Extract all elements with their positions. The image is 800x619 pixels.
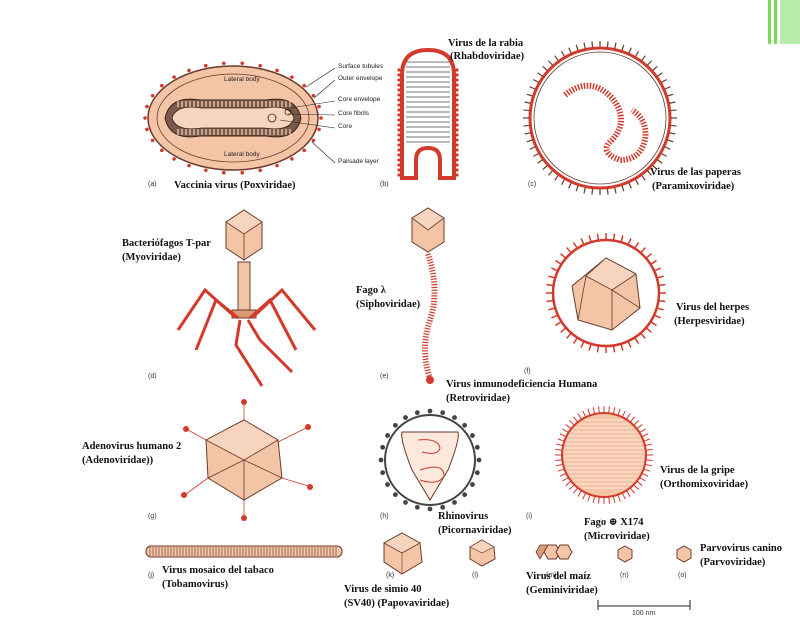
label-herpes-2: (Herpesviridae) bbox=[674, 316, 745, 327]
sv40-drawing bbox=[383, 532, 423, 575]
annotation-surface-tubules: Surface tubules bbox=[338, 63, 384, 70]
panel-letter-b: (b) bbox=[380, 181, 389, 188]
label-mosaico-2: (Tobamovirus) bbox=[162, 579, 229, 590]
label-rhinovirus-2: (Picornaviridae) bbox=[438, 525, 512, 536]
annotation-palisade-layer: Palisade layer bbox=[338, 158, 379, 165]
label-adenovirus-1: Adenovirus humano 2 bbox=[82, 441, 182, 452]
label-rabia-1: Virus de la rabia bbox=[448, 38, 524, 49]
annotation-lateral-body-top: Lateral body bbox=[224, 76, 260, 83]
label-fago-lambda-1: Fago λ bbox=[356, 285, 386, 296]
label-fago-lambda-2: (Siphoviridae) bbox=[356, 299, 421, 310]
label-fago-x174-1: Fago ⊕ X174 bbox=[584, 517, 644, 528]
label-paperas-1: Virus de las paperas bbox=[650, 167, 741, 178]
label-parvo-1: Parvovirus canino bbox=[700, 543, 782, 554]
hiv-drawing bbox=[378, 408, 482, 512]
rhinovirus-drawing bbox=[469, 539, 496, 567]
label-vaccinia: Vaccinia virus (Poxviridae) bbox=[174, 180, 296, 191]
panel-letter-f: (f) bbox=[524, 368, 531, 375]
label-fago-x174-2: (Microviridae) bbox=[584, 531, 650, 542]
annotation-core-fibrils: Core fibrils bbox=[338, 110, 370, 117]
panel-letter-j: (j) bbox=[148, 572, 155, 579]
label-vih-1: Virus inmunodeficiencia Humana bbox=[446, 379, 598, 390]
label-herpes-1: Virus del herpes bbox=[676, 302, 750, 313]
annotation-lateral-body-bottom: Lateral body bbox=[224, 151, 260, 158]
t-even-phage-drawing bbox=[176, 209, 317, 387]
label-maiz-1: Virus del maíz bbox=[526, 571, 591, 582]
annotation-core-envelope: Core envelope bbox=[338, 96, 381, 103]
annotation-outer-envelope: Outer envelope bbox=[338, 75, 383, 82]
label-mosaico-1: Virus mosaico del tabaco bbox=[162, 565, 274, 576]
panel-letter-m: (m) bbox=[546, 572, 557, 579]
phix174-drawing bbox=[617, 545, 633, 563]
scale-bar bbox=[597, 600, 691, 610]
panel-letter-n: (n) bbox=[620, 572, 629, 579]
label-adenovirus-2: (Adenoviridae)) bbox=[82, 455, 154, 466]
panel-letter-i: (i) bbox=[526, 513, 533, 520]
panel-letter-g: (g) bbox=[148, 513, 157, 520]
label-rhinovirus-1: Rhinovirus bbox=[438, 511, 489, 522]
mumps-virus-drawing bbox=[523, 41, 677, 195]
label-vih-2: (Retroviridae) bbox=[446, 393, 510, 404]
label-sv40-2: (SV40) (Papovaviridae) bbox=[344, 598, 450, 609]
panel-letter-c: (c) bbox=[528, 181, 537, 188]
panel-letter-h: (h) bbox=[380, 513, 389, 520]
rabies-virus-drawing bbox=[397, 47, 459, 180]
panel-letter-d: (d) bbox=[148, 373, 157, 380]
scale-bar-label: 100 nm bbox=[632, 610, 656, 617]
label-parvo-2: (Parvoviridae) bbox=[700, 557, 766, 568]
panel-letter-e: (e) bbox=[380, 373, 389, 380]
label-paperas-2: (Paramixoviridae) bbox=[652, 181, 735, 192]
label-bacteriofagos-2: (Myoviridae) bbox=[122, 252, 181, 263]
adenovirus-drawing bbox=[181, 399, 313, 521]
geminivirus-drawing bbox=[535, 544, 573, 560]
label-bacteriofagos-1: Bacteriófagos T-par bbox=[122, 238, 211, 249]
vaccinia-virus-drawing bbox=[143, 61, 336, 175]
corner-decoration bbox=[764, 0, 800, 44]
panel-letter-a: (a) bbox=[148, 181, 157, 188]
panel-letter-o: (o) bbox=[678, 572, 687, 579]
label-sv40-1: Virus de simio 40 bbox=[344, 584, 422, 595]
herpes-virus-drawing bbox=[546, 233, 666, 353]
annotation-core: Core bbox=[338, 123, 353, 130]
label-gripe-2: (Orthomixoviridae) bbox=[660, 479, 749, 490]
lambda-phage-drawing bbox=[411, 207, 445, 384]
parvovirus-drawing bbox=[676, 545, 692, 563]
influenza-virus-drawing bbox=[555, 406, 653, 504]
label-rabia-2: (Rhabdoviridae) bbox=[450, 51, 525, 62]
panel-letter-k: (k) bbox=[386, 572, 395, 579]
label-maiz-2: (Geminiviridae) bbox=[526, 585, 598, 596]
label-gripe-1: Virus de la gripe bbox=[660, 465, 735, 476]
tobacco-mosaic-virus-drawing bbox=[145, 545, 343, 558]
panel-letter-l: (l) bbox=[472, 572, 479, 579]
